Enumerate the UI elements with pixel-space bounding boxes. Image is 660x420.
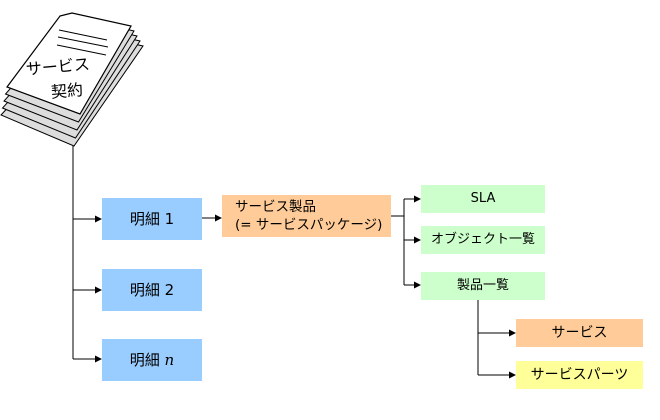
arrowhead-product [215, 214, 222, 222]
service-product-label: サービス製品 (= サービスパッケージ) [235, 198, 382, 234]
detail-1-label: 明細 1 [130, 210, 174, 228]
detail-2-box: 明細 2 [102, 269, 202, 311]
service-product-line1: サービス製品 [235, 199, 316, 215]
contract-label-line2: 契約 [50, 80, 84, 102]
detail-2-prefix: 明細 [129, 281, 165, 299]
contract-paper-stack: サービス 契約 [0, 12, 144, 147]
arrowhead-detail-2 [95, 286, 102, 294]
sla-box: SLA [421, 185, 545, 213]
arrowhead-detail-1 [95, 215, 102, 223]
arrowhead-service [509, 329, 516, 337]
arrowhead-object-list [414, 236, 421, 244]
paper-text-line [58, 29, 108, 41]
service-product-line2: (= サービスパッケージ) [235, 217, 383, 233]
detail-2-num: 2 [164, 281, 175, 299]
detail-n-num: n [164, 351, 175, 369]
service-product-box: サービス製品 (= サービスパッケージ) [222, 195, 391, 237]
service-parts-label: サービスパーツ [530, 366, 629, 383]
detail-n-prefix: 明細 [129, 351, 165, 369]
service-parts-box: サービスパーツ [516, 361, 643, 389]
product-list-box: 製品一覧 [421, 272, 545, 300]
detail-2-label: 明細 2 [130, 281, 174, 299]
sla-label: SLA [470, 191, 496, 207]
object-list-box: オブジェクト一覧 [421, 226, 545, 254]
object-list-label: オブジェクト一覧 [430, 232, 535, 248]
detail-n-box: 明細 n [102, 339, 202, 381]
detail-1-box: 明細 1 [102, 198, 202, 240]
service-box: サービス [516, 319, 643, 347]
arrowhead-sla [414, 195, 421, 203]
detail-1-prefix: 明細 [129, 210, 165, 228]
paper-text-line [56, 44, 107, 56]
product-list-label: 製品一覧 [456, 278, 509, 294]
connector-product-branch [391, 199, 405, 285]
arrowhead-detail-n [95, 355, 102, 363]
detail-n-label: 明細 n [130, 351, 174, 369]
service-label: サービス [551, 324, 608, 341]
paper-text-line [57, 36, 109, 48]
detail-1-num: 1 [164, 210, 175, 228]
arrowhead-product-list [414, 281, 421, 289]
arrowhead-service-parts [509, 371, 516, 379]
